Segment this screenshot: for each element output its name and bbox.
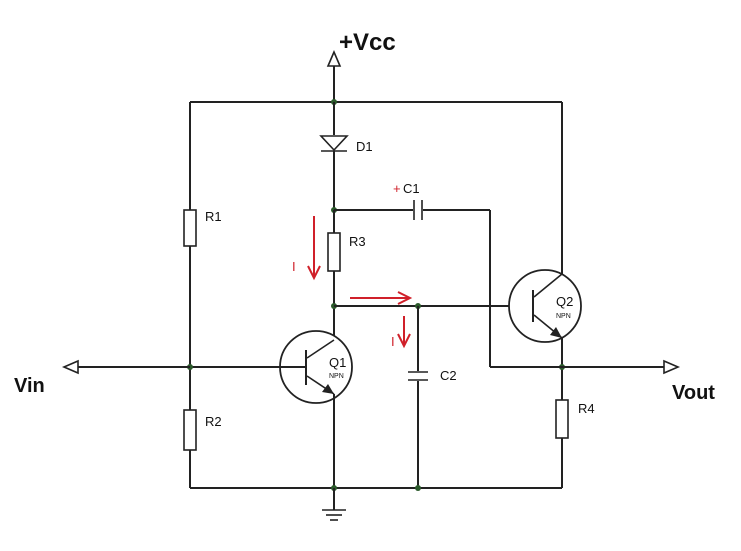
capacitor-c1 bbox=[413, 200, 423, 220]
r2-label: R2 bbox=[205, 414, 222, 429]
resistor-r1 bbox=[183, 209, 197, 247]
q1-type: NPN bbox=[329, 373, 344, 380]
c1-label: C1 bbox=[403, 181, 420, 196]
junction-gnd-c2 bbox=[415, 485, 421, 491]
diode-d1 bbox=[319, 135, 349, 152]
current-c2-label: I bbox=[391, 334, 395, 349]
current-arrow-node bbox=[350, 291, 413, 305]
vout-terminal: Vout bbox=[490, 359, 715, 404]
vin-terminal: Vin bbox=[14, 359, 190, 397]
r3-label: R3 bbox=[349, 234, 366, 249]
current-r3-label: I bbox=[292, 259, 296, 274]
current-arrow-r3: I bbox=[292, 216, 321, 281]
c2-label: C2 bbox=[440, 368, 457, 383]
resistor-r3 bbox=[327, 232, 341, 272]
c1-plus-sign: + bbox=[393, 181, 401, 196]
resistor-r2 bbox=[183, 409, 197, 451]
r4-label: R4 bbox=[578, 401, 595, 416]
resistor-r4 bbox=[555, 399, 569, 439]
vin-label: Vin bbox=[14, 375, 45, 397]
vout-label: Vout bbox=[672, 382, 715, 404]
q2-label: Q2 bbox=[556, 294, 573, 309]
transistor-q1: Q1 NPN bbox=[190, 330, 353, 404]
current-arrow-c2: I bbox=[391, 316, 411, 349]
capacitor-c2 bbox=[408, 371, 428, 381]
vcc-label: +Vcc bbox=[339, 29, 396, 56]
r1-label: R1 bbox=[205, 209, 222, 224]
q1-label: Q1 bbox=[329, 355, 346, 370]
q2-type: NPN bbox=[556, 313, 571, 320]
vcc-terminal: +Vcc bbox=[326, 29, 396, 102]
transistor-q2: Q2 NPN bbox=[508, 269, 582, 343]
d1-label: D1 bbox=[356, 139, 373, 154]
ground-icon bbox=[322, 488, 346, 521]
